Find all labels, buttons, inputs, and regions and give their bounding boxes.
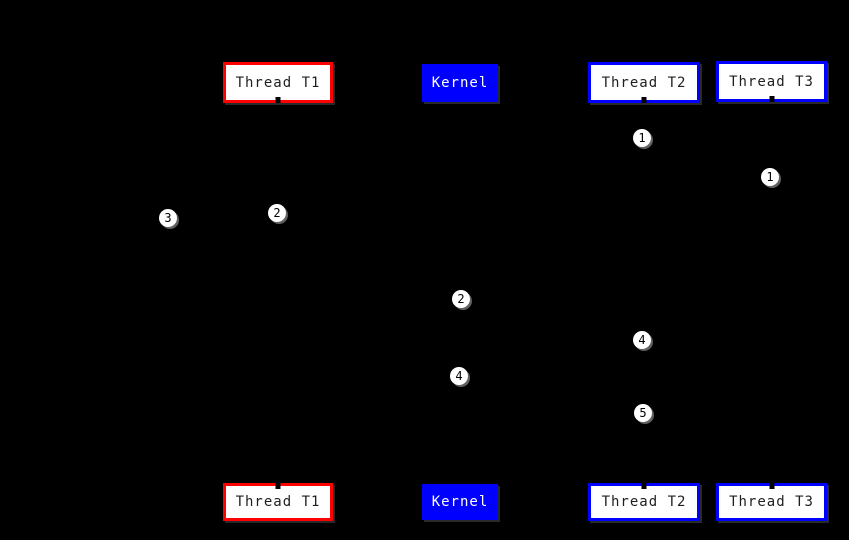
- participant-label: Thread T2: [601, 74, 687, 91]
- message-number-badge: 4: [633, 331, 651, 349]
- participant-label: Kernel: [431, 75, 489, 91]
- participant-box-thread-t3-top: Thread T3: [716, 61, 827, 102]
- participant-box-thread-t1-bottom: Thread T1: [223, 483, 333, 521]
- message-number-badge: 5: [634, 404, 652, 422]
- message-number-badge: 3: [159, 209, 177, 227]
- participant-box-kernel-bottom: Kernel: [422, 484, 498, 520]
- lifeline-stub: [275, 483, 281, 489]
- message-number-badge: 1: [761, 168, 779, 186]
- participant-box-kernel-top: Kernel: [422, 64, 498, 102]
- message-number-badge: 2: [452, 290, 470, 308]
- participant-label: Thread T1: [235, 74, 321, 91]
- participant-label: Thread T1: [235, 494, 321, 510]
- lifeline-stub: [641, 483, 647, 489]
- participant-label: Thread T3: [729, 494, 814, 510]
- lifeline-stub: [769, 96, 774, 102]
- message-number-badge: 1: [633, 129, 651, 147]
- lifeline-stub: [275, 97, 281, 103]
- participant-box-thread-t2-top: Thread T2: [588, 62, 700, 103]
- participant-label: Thread T3: [729, 73, 814, 90]
- participant-box-thread-t1-top: Thread T1: [223, 62, 333, 103]
- lifeline-stub: [769, 483, 774, 489]
- participant-box-thread-t2-bottom: Thread T2: [588, 483, 700, 521]
- message-number-badge: 4: [450, 367, 468, 385]
- participant-label: Kernel: [431, 494, 489, 510]
- lifeline-stub: [641, 97, 647, 103]
- participant-label: Thread T2: [601, 494, 687, 510]
- message-number-badge: 2: [268, 204, 286, 222]
- participant-box-thread-t3-bottom: Thread T3: [716, 483, 827, 521]
